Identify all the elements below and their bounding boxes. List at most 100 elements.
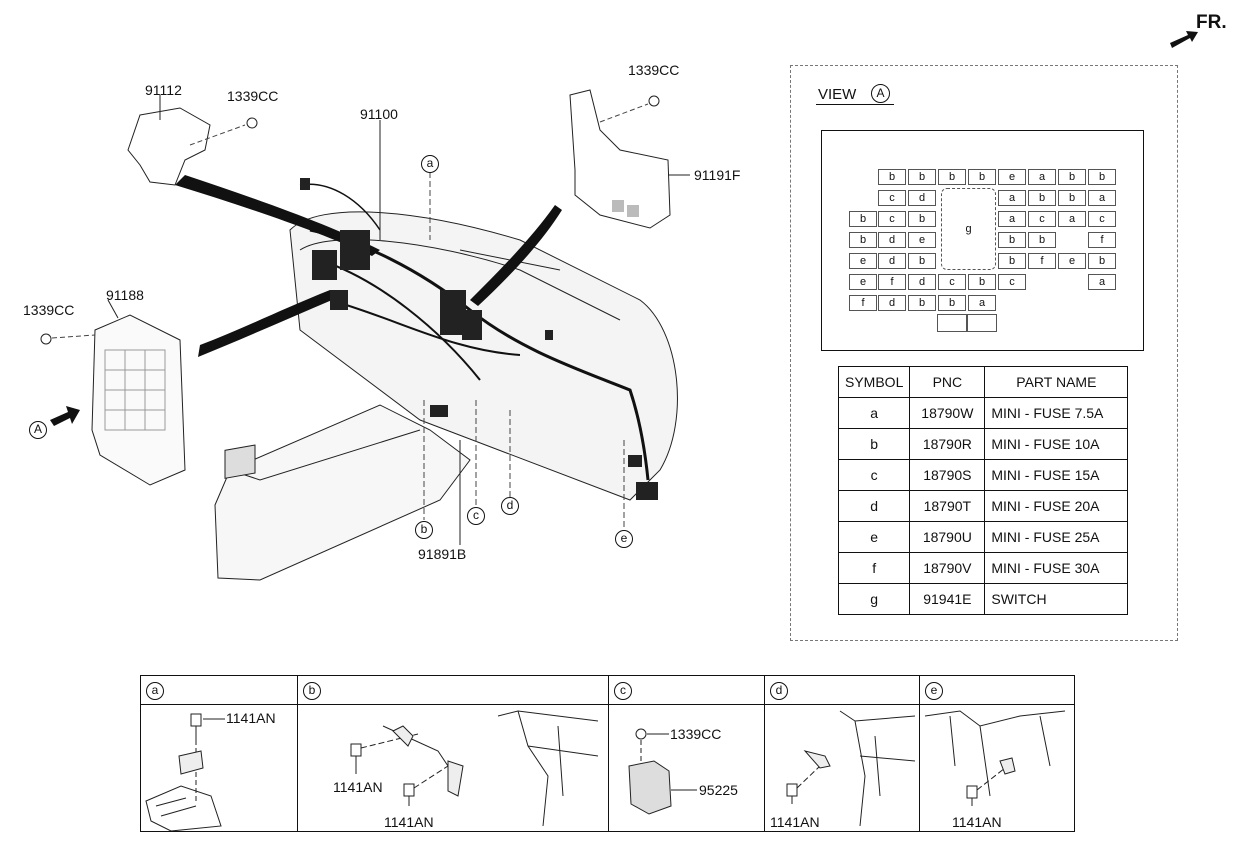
legend-part-name: SWITCH [984,583,1129,615]
fuse-slot: e [998,169,1026,185]
legend-row: c 18790S MINI - FUSE 15A [837,459,1129,491]
part-label-1339cc-top-right: 1339CC [628,62,680,78]
legend-part-name: MINI - FUSE 10A [984,428,1129,460]
detail-circle: e [925,682,943,700]
legend-row: b 18790R MINI - FUSE 10A [837,428,1129,460]
view-a-marker: A [29,421,47,439]
fuse-slot: e [849,253,877,269]
fuse-slot: b [1088,253,1116,269]
fuse-slot: f [1088,232,1116,248]
legend-part-name: MINI - FUSE 30A [984,552,1129,584]
legend-pnc: 18790S [909,459,986,491]
fuse-slot: b [1058,169,1086,185]
legend-part-name: MINI - FUSE 20A [984,490,1129,522]
detail-circle: a [146,682,164,700]
fuse-slot: d [878,232,906,248]
empty-fuse-slot [937,314,967,332]
legend-header-symbol: SYMBOL [837,366,911,398]
center-console [214,404,471,581]
swoosh-band-right [470,205,562,306]
legend-symbol: g [837,583,911,615]
fuse-slot: b [1028,190,1056,206]
fuse-slot: a [998,190,1026,206]
bracket-91112 [127,107,211,186]
legend-pnc: 91941E [909,583,986,615]
detail-a-drawing [145,713,225,831]
legend-part-name: MINI - FUSE 7.5A [984,397,1129,429]
legend-row: a 18790W MINI - FUSE 7.5A [837,397,1129,429]
detail-circle: b [303,682,321,700]
legend-symbol: e [837,521,911,553]
legend-symbol: c [837,459,911,491]
fuse-slot: b [968,274,996,290]
callout-b: b [415,521,433,539]
fuse-slot: d [878,253,906,269]
fuse-slot: b [998,232,1026,248]
fuse-switch-g: g [941,188,996,270]
junction-box-91188 [91,314,186,486]
fuse-slot: b [938,295,966,311]
fuse-slot: c [878,190,906,206]
fuse-slot: a [1028,169,1056,185]
fuse-slot: c [1028,211,1056,227]
view-title: VIEW [818,86,857,103]
detail-cell-a: a 1141AN [141,676,298,831]
legend-symbol: d [837,490,911,522]
callout-a: a [421,155,439,173]
fuse-slot: b [1088,169,1116,185]
detail-cell-c: c 1339CC 95225 [609,676,765,831]
legend-pnc: 18790W [909,397,986,429]
fuse-slot: b [938,169,966,185]
harness-connector [340,230,370,270]
fuse-slot: d [878,295,906,311]
legend-part-name: MINI - FUSE 15A [984,459,1129,491]
detail-label: 1141AN [952,814,1002,830]
detail-cell-b: b 1141AN 1141AN [298,676,609,831]
fuse-slot: b [1028,232,1056,248]
view-title-underline [816,104,894,105]
fuse-slot: a [1058,211,1086,227]
detail-circle: d [770,682,788,700]
detail-label: 1141AN [770,814,820,830]
empty-fuse-slot [967,314,997,332]
part-label-1339cc-top-left: 1339CC [227,88,279,104]
fuse-slot: a [968,295,996,311]
fuse-slot: c [998,274,1026,290]
fuse-slot: b [878,169,906,185]
detail-c-drawing [628,728,697,815]
fuse-slot: d [908,274,936,290]
fuse-slot: e [908,232,936,248]
fuse-slot: c [878,211,906,227]
fuse-slot: b [998,253,1026,269]
fuse-slot: b [908,169,936,185]
detail-b-drawing [350,710,599,827]
detail-d-drawing [786,710,916,827]
bracket-91191f [569,89,671,229]
fuse-slot: a [1088,274,1116,290]
detail-header [920,676,1074,705]
fuse-slot: e [849,274,877,290]
fuse-slot: a [1088,190,1116,206]
detail-strip: a 1141AN b [140,675,1075,832]
fuse-slot: b [908,253,936,269]
callout-c: c [467,507,485,525]
part-label-91188: 91188 [106,287,144,303]
fuse-slot: f [849,295,877,311]
part-label-91891b: 91891B [418,546,467,562]
legend-header-pnc: PNC [909,366,986,398]
legend-row: g 91941E SWITCH [837,583,1129,615]
legend-row: f 18790V MINI - FUSE 30A [837,552,1129,584]
detail-label: 1141AN [384,814,434,830]
main-wiring-diagram [40,89,690,581]
detail-circle: c [614,682,632,700]
nut-1339cc [246,117,258,129]
dashboard-outline [289,211,678,501]
legend-symbol: a [837,397,911,429]
part-label-1339cc-left: 1339CC [23,302,75,318]
detail-label: 95225 [699,782,738,798]
callout-d: d [501,497,519,515]
fuse-slot: b [908,211,936,227]
detail-e-drawing [924,710,1066,806]
legend-part-name: MINI - FUSE 25A [984,521,1129,553]
legend-pnc: 18790R [909,428,986,460]
